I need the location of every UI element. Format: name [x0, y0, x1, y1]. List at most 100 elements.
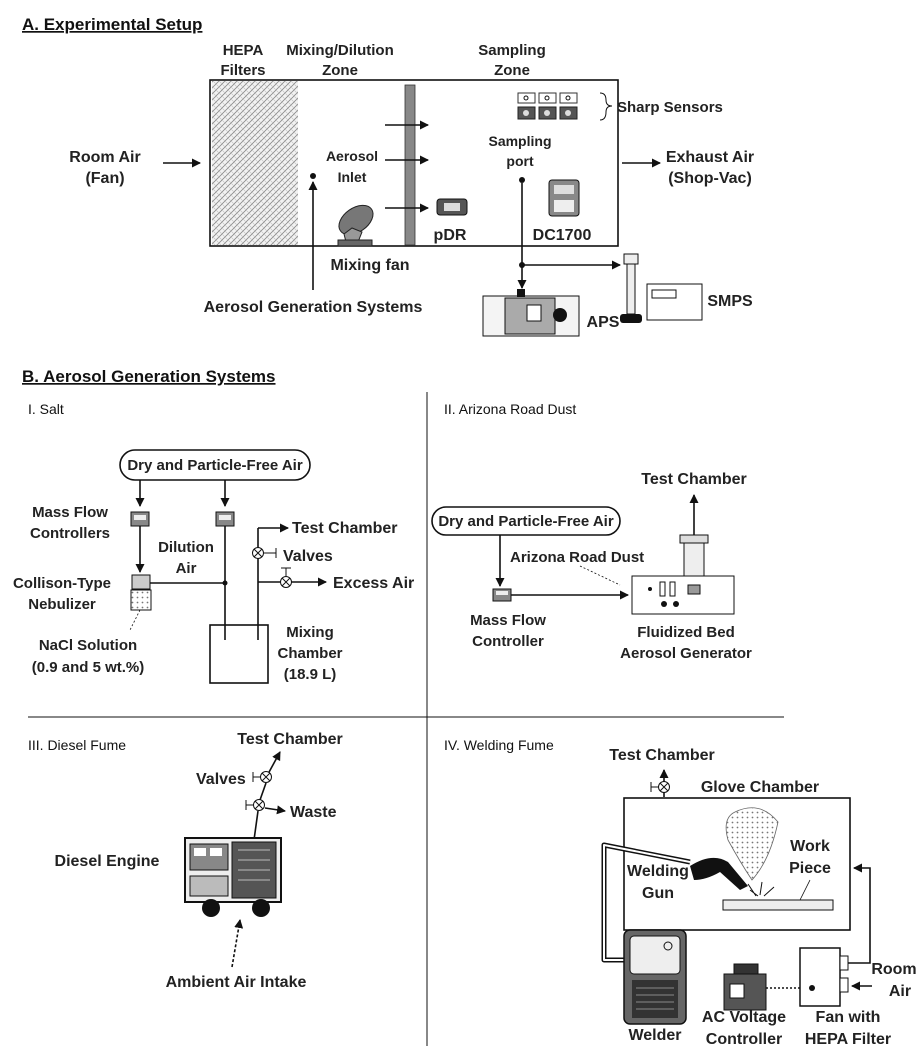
glove-chamber-box: [623, 797, 851, 931]
sampling-zone-label-1: Sampling: [478, 42, 546, 59]
fan-to-chamber-arrow: [848, 863, 871, 964]
nacl-label-2: (0.9 and 5 wt.%): [32, 659, 145, 676]
spark-icon: [747, 881, 775, 897]
mixing-baffle-icon: [404, 84, 416, 246]
exhaust-air-label: Exhaust Air: [666, 149, 754, 166]
mixing-chamber-box: [209, 624, 269, 684]
diesel-waste-label: Waste: [290, 804, 337, 821]
aerosol-inlet-label-1: Aerosol: [326, 148, 378, 164]
salt-test-chamber-label: Test Chamber: [292, 520, 398, 537]
hepa-filter-icon: [212, 81, 298, 245]
welder-label: Welder: [628, 1027, 681, 1044]
nebulizer-label-1: Collison-Type: [13, 575, 111, 592]
dust-mfc-label-1: Mass Flow: [470, 612, 546, 629]
diesel-waste-arrow: [264, 805, 286, 815]
welder-cable-inner: [603, 844, 691, 961]
ac-label-1: AC Voltage: [702, 1009, 786, 1026]
mixing-chamber-label-3: (18.9 L): [284, 666, 337, 683]
diesel-engine-label: Diesel Engine: [55, 853, 160, 870]
dc1700-label: DC1700: [533, 227, 592, 244]
diesel-intake-label: Ambient Air Intake: [166, 974, 307, 991]
pdr-icon: [436, 198, 468, 216]
welding-gun-label-2: Gun: [642, 885, 674, 902]
mixing-fan-label: Mixing fan: [330, 257, 409, 274]
fan-hepa-label-1: Fan with: [816, 1009, 881, 1026]
exhaust-air-sub-label: (Shop-Vac): [668, 170, 752, 187]
aps-icon: [482, 289, 580, 337]
dust-mfc-label-2: Controller: [472, 633, 544, 650]
smps-label: SMPS: [707, 293, 753, 310]
fan-hepa-label-2: HEPA Filter: [805, 1031, 891, 1046]
salt-valve-icon-2: [280, 567, 292, 588]
aps-label: APS: [587, 314, 620, 331]
hepa-label-1: HEPA: [223, 42, 264, 59]
work-piece-label-1: Work: [790, 838, 830, 855]
fbag-label-1: Fluidized Bed: [637, 624, 735, 641]
nebulizer-icon: [130, 574, 152, 611]
dust-mfc-icon: [492, 588, 512, 602]
welding-room-air-label-1: Room: [871, 961, 916, 978]
aerosol-inlet-dot: [310, 173, 316, 179]
smps-icon: [620, 253, 703, 323]
section-b-title: B. Aerosol Generation Systems: [22, 367, 276, 386]
ac-label-2: Controller: [706, 1031, 782, 1046]
salt-excess-label: Excess Air: [333, 575, 414, 592]
diesel-line-1: [259, 782, 267, 801]
welding-title: IV. Welding Fume: [444, 737, 554, 753]
mixing-zone-label-2: Zone: [322, 62, 358, 79]
sampling-zone-label-2: Zone: [494, 62, 530, 79]
dust-ard-label: Arizona Road Dust: [510, 549, 644, 566]
salt-dilution-label-1: Dilution: [158, 539, 214, 556]
glove-chamber-label: Glove Chamber: [701, 779, 819, 796]
diesel-test-chamber-arrow: [267, 751, 281, 775]
welding-gun-label-1: Welding: [627, 863, 689, 880]
welding-gun-icon: [690, 857, 748, 890]
aerosol-generation-label: Aerosol Generation Systems: [204, 299, 423, 316]
diesel-engine-icon: [184, 837, 282, 917]
nacl-leader-line: [129, 609, 141, 631]
dust-ard-leader: [579, 565, 621, 586]
salt-mfc-label-1: Mass Flow: [32, 504, 108, 521]
dust-air-supply-box: [431, 506, 621, 536]
salt-air-supply-box: [119, 449, 311, 481]
room-air-sub-label: (Fan): [85, 170, 124, 187]
test-chamber-box: [209, 79, 619, 247]
mixing-fan-icon: [337, 204, 374, 247]
mixing-zone-label-1: Mixing/Dilution: [286, 42, 393, 59]
salt-mfc-icon-1: [130, 511, 150, 527]
diesel-valves-label: Valves: [196, 771, 246, 788]
diesel-valve-icon-2: [245, 799, 265, 811]
nacl-label-1: NaCl Solution: [39, 637, 137, 654]
welding-test-chamber-label: Test Chamber: [609, 747, 715, 764]
sharp-sensors-brace: [599, 92, 613, 121]
ac-controller-icon: [723, 963, 767, 1011]
diesel-title: III. Diesel Fume: [28, 737, 126, 753]
welding-valve-icon: [650, 781, 670, 793]
sharp-sensors-icon: [517, 92, 578, 120]
dc1700-icon: [548, 179, 580, 217]
mixing-chamber-label-2: Chamber: [277, 645, 342, 662]
aerosol-inlet-label-2: Inlet: [338, 169, 367, 185]
diesel-intake-arrow: [231, 919, 244, 968]
salt-valves-label: Valves: [283, 548, 333, 565]
salt-dilution-label-2: Air: [176, 560, 197, 577]
work-piece-icon: [722, 899, 834, 911]
mixing-chamber-label-1: Mixing: [286, 624, 334, 641]
diesel-valve-icon-1: [252, 771, 272, 783]
test-chamber-diagram: [209, 79, 619, 247]
sharp-sensors-label: Sharp Sensors: [617, 99, 723, 116]
salt-title: I. Salt: [28, 401, 64, 417]
diesel-exhaust-line: [253, 810, 259, 841]
pdr-label: pDR: [434, 227, 467, 244]
work-piece-leader: [799, 879, 811, 901]
salt-mfc-label-2: Controllers: [30, 525, 110, 542]
room-air-label: Room Air: [69, 149, 140, 166]
section-a-title: A. Experimental Setup: [22, 15, 202, 34]
nebulizer-label-2: Nebulizer: [28, 596, 96, 613]
welding-fume-plume: [725, 807, 779, 881]
dust-test-chamber-label: Test Chamber: [641, 471, 747, 488]
salt-valve-icon-1: [252, 547, 264, 559]
fbag-label-2: Aerosol Generator: [620, 645, 752, 662]
dust-title: II. Arizona Road Dust: [444, 401, 576, 417]
welder-icon: [623, 929, 687, 1025]
